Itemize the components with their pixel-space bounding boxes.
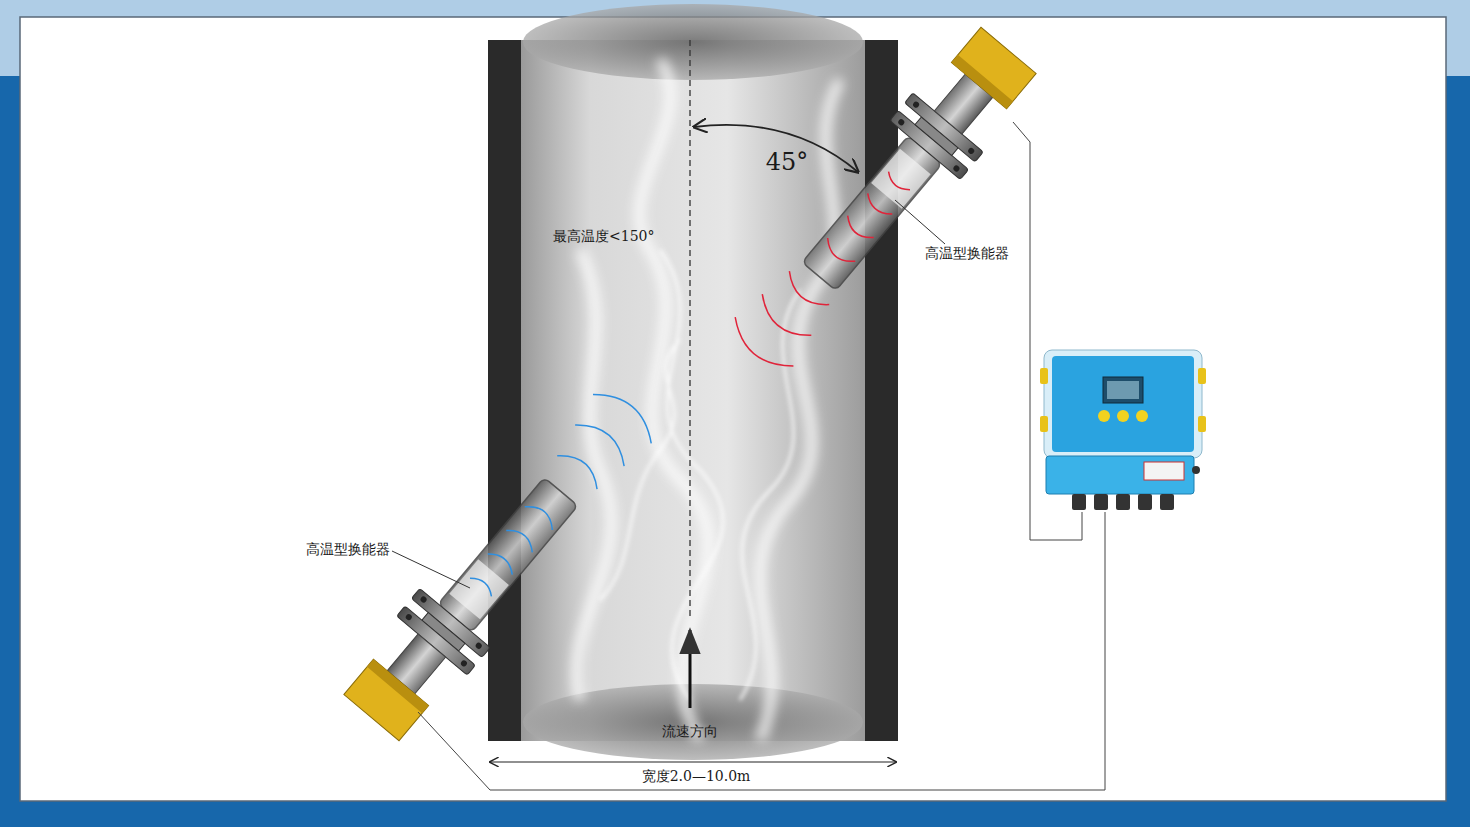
part-name: 高温型换能器	[925, 245, 1009, 262]
temperature-note: 最高温度<150°	[553, 228, 654, 245]
flow-meter	[1040, 350, 1206, 510]
angle-label: 45°	[766, 148, 809, 177]
flow-direction-label: 流速方向	[662, 723, 718, 740]
part-name: 高温型换能器	[306, 541, 390, 558]
dimension-label: 宽度2.0—10.0m	[639, 768, 754, 785]
